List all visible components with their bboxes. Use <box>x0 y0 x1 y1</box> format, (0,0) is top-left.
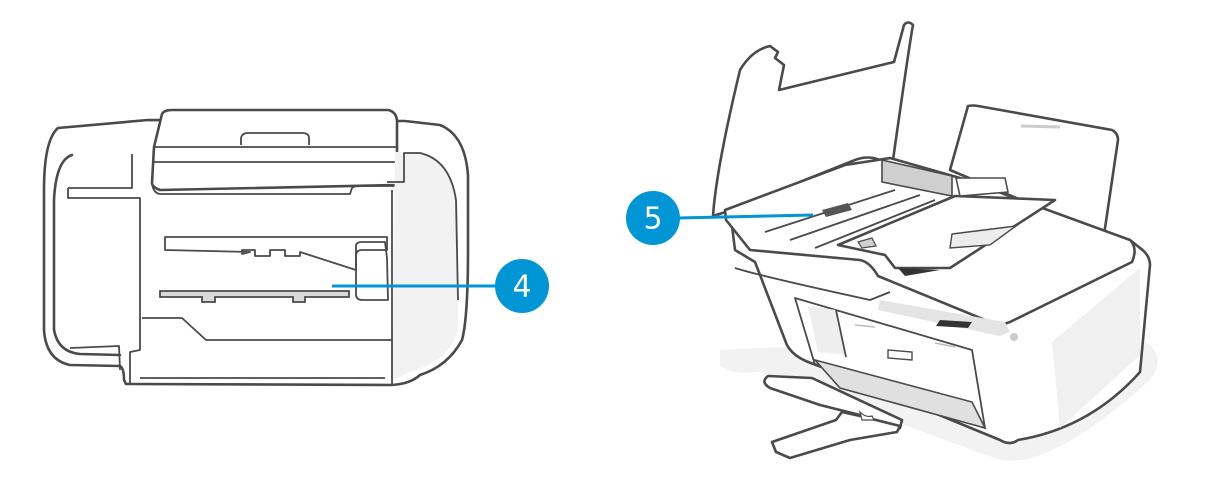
callout-4-badge: 4 <box>495 259 549 313</box>
callout-4-number: 4 <box>512 270 531 305</box>
front-view-printer <box>711 21 1158 461</box>
callout-5-number: 5 <box>643 202 662 237</box>
callout-5-leader-line <box>677 213 814 220</box>
rear-view-printer <box>42 108 470 387</box>
callout-5-badge: 5 <box>626 191 680 245</box>
